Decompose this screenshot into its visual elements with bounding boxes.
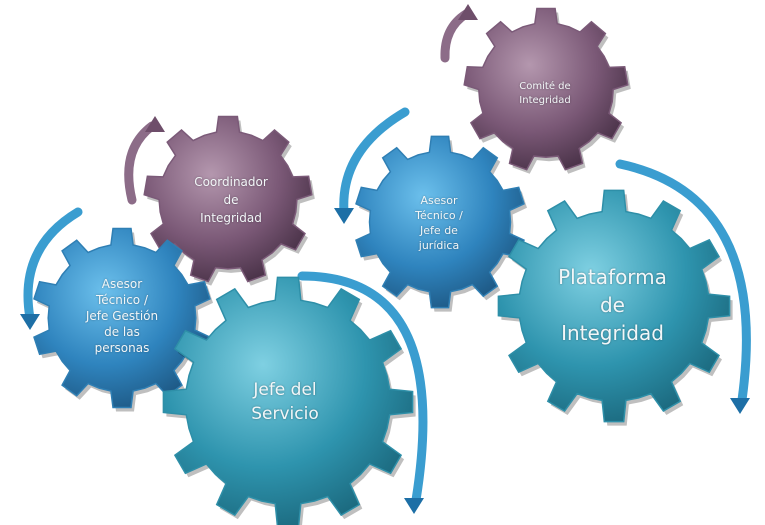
gear-body: [143, 115, 313, 283]
gear-body: [162, 276, 414, 525]
gear-jefe: [162, 276, 416, 525]
arrowhead: [20, 314, 40, 330]
gear-body: [355, 135, 525, 309]
gear-label-asesor-gestion: Asesor Técnico / Jefe Gestión de las per…: [85, 277, 159, 355]
arrow-comite-up: [440, 4, 478, 63]
gear-body: [497, 189, 731, 423]
arrow-juridica-left: [334, 107, 410, 224]
arrowhead: [404, 498, 424, 514]
gear-body: [33, 227, 211, 409]
arrowhead: [145, 116, 165, 132]
gear-coordinador: [143, 115, 315, 286]
gear-label-comite: Comité de Integridad: [519, 80, 571, 106]
gear-label-coordinador: Coordinador de Integridad: [194, 175, 268, 225]
arrow-shaft: [297, 271, 428, 505]
arrow-plataforma-right: [615, 159, 751, 414]
arrowhead: [730, 398, 750, 414]
gear-asesor-gestion: [33, 227, 213, 412]
gear-label-jefe: Jefe del Servicio: [251, 380, 319, 424]
gear-label-asesor-juridica: Asesor Técnico / Jefe de jurídica: [415, 193, 463, 252]
arrow-jefe-right: [297, 271, 428, 514]
gear-label-plataforma: Plataforma de Integridad: [558, 265, 667, 345]
gear-asesor-juridica: [355, 135, 527, 312]
arrow-shaft: [440, 9, 471, 63]
arrow-shaft: [339, 107, 410, 217]
gear-body: [463, 7, 629, 171]
gear-comite: [463, 7, 631, 174]
arrowhead: [334, 208, 354, 224]
arrow-left-blue: [20, 207, 83, 330]
arrow-coord-up: [124, 116, 165, 205]
arrow-shaft: [615, 159, 751, 405]
gear-plataforma: [497, 189, 733, 426]
arrowhead: [458, 4, 478, 20]
arrow-shaft: [23, 207, 83, 323]
